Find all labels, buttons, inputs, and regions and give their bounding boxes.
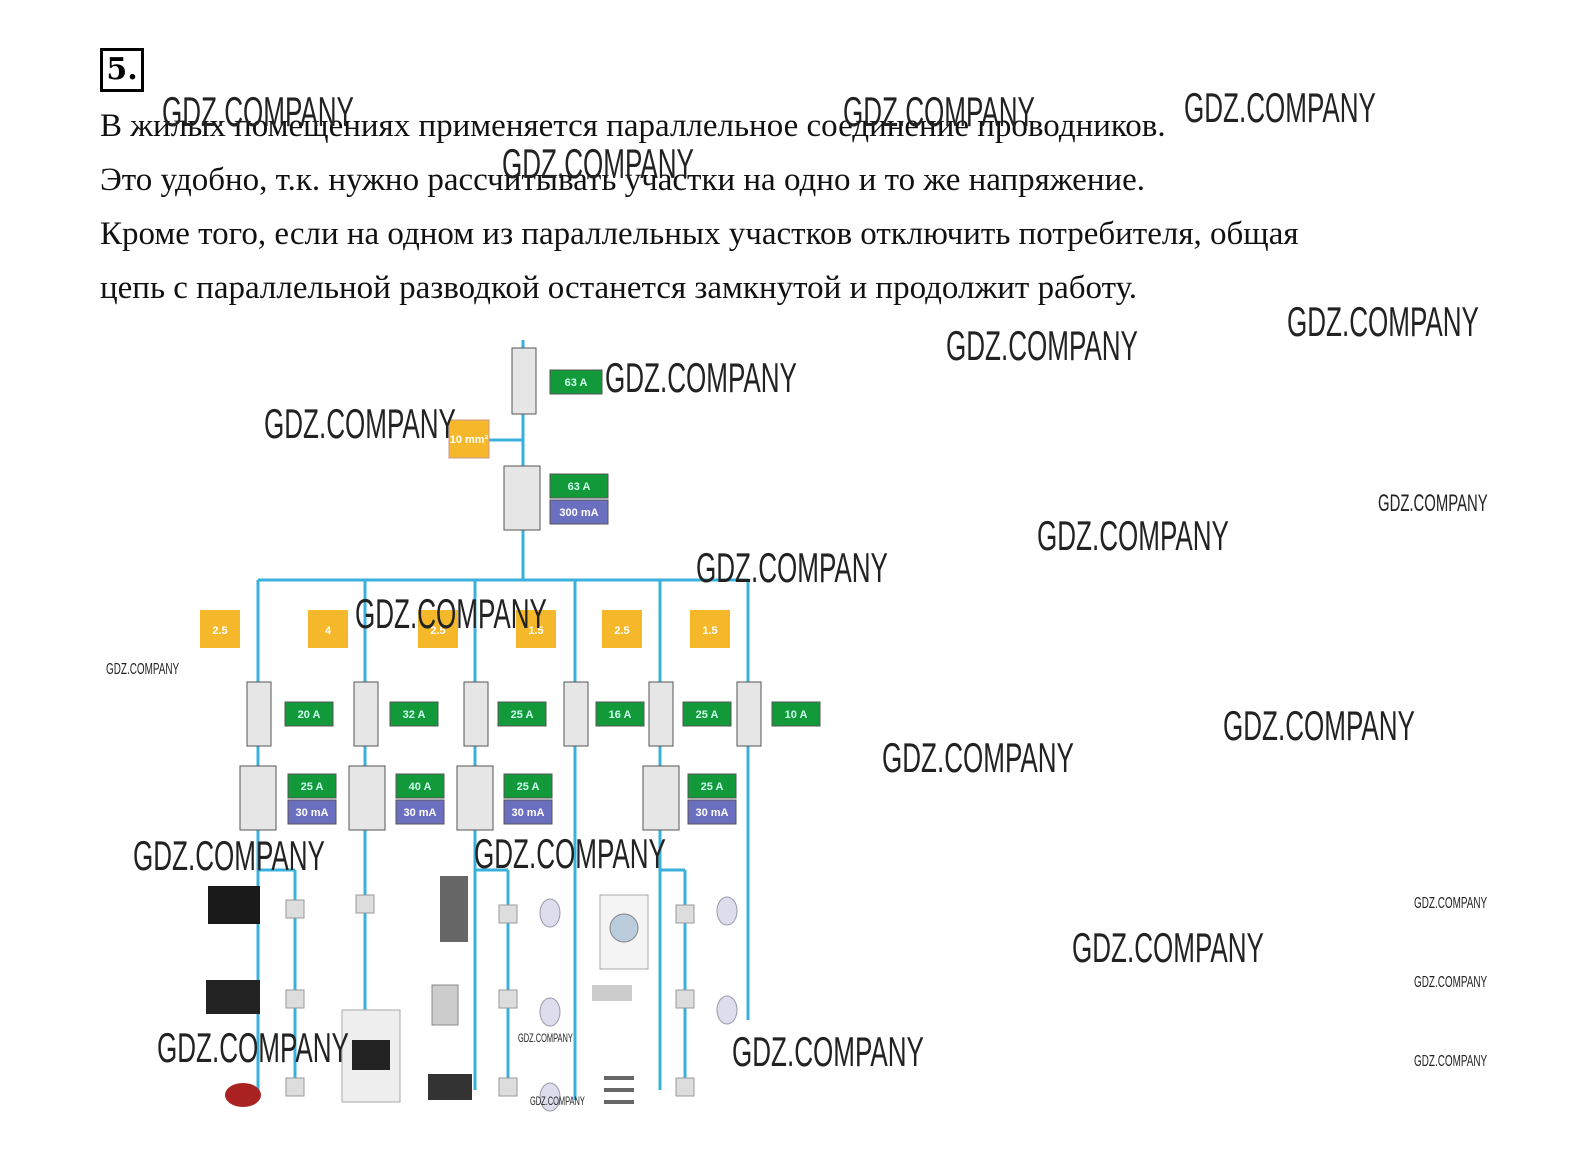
cable-section-6: 1.5 xyxy=(702,625,717,637)
breaker-2-label: 32 A xyxy=(403,709,426,721)
watermark: GDZ.COMPANY xyxy=(474,830,666,877)
watermark: GDZ.COMPANY xyxy=(133,832,325,879)
rcd-3-ma: 30 mA xyxy=(511,807,544,819)
watermark: GDZ.COMPANY xyxy=(157,1024,349,1071)
breaker-4-label: 16 A xyxy=(609,709,632,721)
main-rcd-ma: 300 mA xyxy=(559,507,598,519)
paragraph-line-4: цепь с параллельной разводкой останется … xyxy=(100,270,1138,306)
rcd-2-ma: 30 mA xyxy=(403,807,436,819)
kettle-icon xyxy=(431,984,459,1026)
watermark: GDZ.COMPANY xyxy=(1072,924,1264,971)
watermark: GDZ.COMPANY xyxy=(1414,1053,1488,1070)
lamp-icon xyxy=(539,1082,561,1112)
main-breaker-label: 63 A xyxy=(565,377,588,389)
cable-section-2: 4 xyxy=(325,625,332,637)
paragraph-line-1: В жилых помещениях применяется параллель… xyxy=(100,108,1166,144)
watermark: GDZ.COMPANY xyxy=(1414,974,1488,991)
computer-icon xyxy=(206,980,260,1014)
vacuum-icon xyxy=(225,1083,261,1107)
lamp-icon xyxy=(539,898,561,928)
watermark: GDZ.COMPANY xyxy=(946,322,1138,369)
rcd-4-ma: 30 mA xyxy=(695,807,728,819)
watermark: GDZ.COMPANY xyxy=(355,590,547,637)
hairdryer-icon xyxy=(592,985,632,1001)
watermark: GDZ.COMPANY xyxy=(264,400,456,447)
watermark: GDZ.COMPANY xyxy=(1037,512,1229,559)
watermark: GDZ.COMPANY xyxy=(162,88,354,135)
watermark: GDZ.COMPANY xyxy=(518,1031,573,1045)
watermark: GDZ.COMPANY xyxy=(1414,895,1488,912)
paragraph-line-2: Это удобно, т.к. нужно рассчитывать учас… xyxy=(100,162,1146,198)
cable-section-1: 2.5 xyxy=(212,625,227,637)
watermark: GDZ.COMPANY xyxy=(696,544,888,591)
rcd-2-amp: 40 A xyxy=(409,781,432,793)
cable-section-5: 2.5 xyxy=(614,625,629,637)
watermark: GDZ.COMPANY xyxy=(1287,298,1479,345)
main-cable-label: 10 mm² xyxy=(450,434,489,446)
watermark: GDZ.COMPANY xyxy=(530,1094,585,1108)
lamp-icon xyxy=(716,896,738,926)
task-number: 5. xyxy=(100,48,144,92)
breaker-5-label: 25 A xyxy=(696,709,719,721)
rcd-3-amp: 25 A xyxy=(517,781,540,793)
microwave-icon xyxy=(428,1074,472,1100)
watermark: GDZ.COMPANY xyxy=(106,661,180,678)
watermark: GDZ.COMPANY xyxy=(1378,490,1488,517)
watermark: GDZ.COMPANY xyxy=(1223,702,1415,749)
fridge-icon xyxy=(440,876,468,942)
watermark: GDZ.COMPANY xyxy=(732,1028,924,1075)
watermark: GDZ.COMPANY xyxy=(1184,84,1376,131)
watermark: GDZ.COMPANY xyxy=(843,88,1035,135)
main-breaker-label-box xyxy=(549,369,603,395)
main-rcd-amp: 63 A xyxy=(568,481,591,493)
paragraph-line-3: Кроме того, если на одном из параллельны… xyxy=(100,216,1299,252)
breaker-6-label: 10 A xyxy=(785,709,808,721)
watermark: GDZ.COMPANY xyxy=(605,354,797,401)
watermark: GDZ.COMPANY xyxy=(502,140,694,187)
towel-warmer-icon xyxy=(604,1076,634,1104)
watermark: GDZ.COMPANY xyxy=(882,734,1074,781)
breaker-1-label: 20 A xyxy=(298,709,321,721)
main-breaker-icon xyxy=(511,347,537,415)
lamp-icon xyxy=(716,995,738,1025)
appliances xyxy=(206,876,738,1112)
breaker-3-label: 25 A xyxy=(511,709,534,721)
cable-section-4: 1.5 xyxy=(528,625,543,637)
rcd-4-amp: 25 A xyxy=(701,781,724,793)
branch-breakers: 20 A 32 A 25 A 16 A 25 A 10 A xyxy=(246,681,821,747)
sockets xyxy=(285,894,695,1097)
main-cable-box xyxy=(448,419,490,459)
main-rcd-icon xyxy=(503,465,541,531)
cable-section-3: 2.5 xyxy=(430,625,445,637)
branch-rcds: 25 A 30 mA 40 A 30 mA 25 A 30 mA 25 A 30… xyxy=(239,765,737,831)
lamp-icon xyxy=(539,997,561,1027)
cable-sections: 2.5 4 2.5 1.5 2.5 1.5 xyxy=(200,610,730,648)
rcd-1-ma: 30 mA xyxy=(295,807,328,819)
rcd-1-amp: 25 A xyxy=(301,781,324,793)
tv-icon xyxy=(208,886,260,924)
